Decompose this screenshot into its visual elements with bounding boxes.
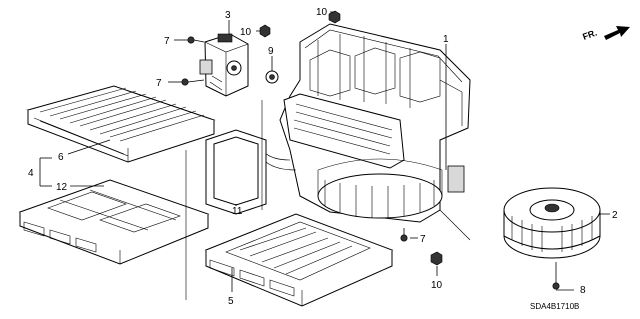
callout-3: 3 <box>225 10 231 21</box>
callout-6: 6 <box>58 152 64 163</box>
grommet <box>265 70 279 84</box>
callout-10-top: 10 <box>316 7 328 18</box>
screw-7-upper <box>187 36 205 44</box>
callout-9: 9 <box>268 46 274 57</box>
callout-10-left: 10 <box>240 27 252 38</box>
blower-motor <box>503 187 601 259</box>
callout-2: 2 <box>612 210 618 221</box>
air-filter <box>26 85 216 163</box>
callout-7-upper: 7 <box>164 36 170 47</box>
screw-8 <box>552 262 560 290</box>
callout-11: 11 <box>232 206 243 217</box>
callout-12: 12 <box>56 182 68 193</box>
diagram-code: SDA4B1710B <box>530 302 579 311</box>
callout-10-bottom: 10 <box>431 280 443 291</box>
filter-cover <box>204 213 394 307</box>
nut-10-top <box>328 10 341 24</box>
callout-8: 8 <box>580 285 586 296</box>
blower-housing <box>263 23 471 223</box>
screw-7-middle <box>181 78 205 86</box>
front-direction-indicator: FR. <box>581 26 630 42</box>
callout-1: 1 <box>443 34 449 45</box>
filter-lid <box>18 179 210 265</box>
callout-5: 5 <box>228 296 234 307</box>
nut-10-bottom <box>430 251 443 266</box>
front-arrow-icon <box>604 26 630 40</box>
direction-label: FR. <box>581 28 598 42</box>
leader-lines <box>39 11 610 300</box>
callout-7-lower: 7 <box>420 234 426 245</box>
nut-10-left <box>259 24 271 38</box>
callout-7-middle: 7 <box>156 78 162 89</box>
screw-7-lower <box>400 228 408 242</box>
callout-4: 4 <box>28 168 34 179</box>
filter-seal <box>205 129 267 215</box>
actuator-motor <box>199 33 249 97</box>
